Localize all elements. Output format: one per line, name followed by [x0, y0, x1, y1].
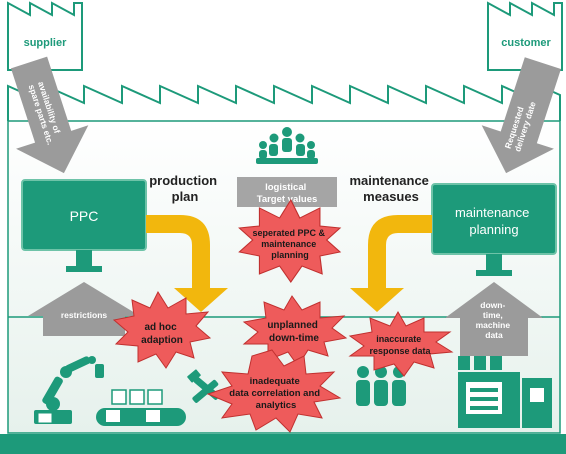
factory-floor [0, 434, 566, 454]
customer-label: customer [501, 37, 551, 49]
machine-data-line3: machine [476, 320, 511, 330]
maintenance-measures-label: maintenance measues [349, 173, 432, 204]
machine-data-line2: time, [483, 310, 503, 320]
svg-text:seperated PPC & mainten: seperated PPC & maintenance planning [252, 228, 327, 260]
maintenance-measures-arrow [350, 215, 432, 312]
people-group-icon [256, 127, 318, 164]
svg-text:unplanned down-time: unplanned down-time [267, 320, 320, 344]
problem-inadequate-burst: inadequate data correlation and analytic… [206, 349, 342, 433]
inadequate-line1: inadequate [250, 376, 300, 387]
production-plan-line2: plan [172, 189, 199, 204]
robot-arm-icon [34, 356, 104, 424]
maintenance-planning-line2: planning [469, 222, 518, 237]
inadequate-line2: data correlation and [229, 388, 320, 399]
inaccurate-line2: response data [369, 346, 431, 356]
machine-icon [458, 356, 552, 428]
svg-text:ad hoc adaption: ad hoc adaption [141, 322, 183, 346]
unplanned-line2: down-time [269, 333, 319, 344]
robot-chip [37, 412, 53, 424]
logistical-line1: logistical [265, 182, 306, 193]
restrictions-label: restrictions [61, 310, 108, 320]
adhoc-line1: ad hoc [144, 322, 177, 333]
spare-parts-arrow: availability of spare parts etc. [10, 56, 89, 174]
maintenance-planning-monitor: maintenance planning [431, 183, 557, 276]
svg-text:maintenance planning: maintenance planning [455, 205, 533, 237]
logistical-label: logistical Target values [257, 182, 318, 205]
maintenance-planning-line1: maintenance [455, 205, 529, 220]
customer-factory: customer [487, 1, 563, 71]
separated-line3: planning [271, 250, 309, 260]
machine-data-arrow: down- time, machine data [445, 282, 543, 356]
adhoc-line2: adaption [141, 335, 183, 346]
machine-data-line4: data [485, 330, 503, 340]
supplier-label: supplier [24, 37, 68, 49]
workers-icon [356, 366, 406, 406]
logistical-box [237, 177, 337, 207]
unplanned-line1: unplanned [267, 320, 318, 331]
supplier-factory: supplier [7, 1, 83, 71]
delivery-date-arrow: Requested delivery date [481, 57, 561, 174]
production-plan-label: production plan [149, 173, 221, 204]
production-plan-line1: production [149, 173, 217, 188]
restrictions-arrow: restrictions [28, 282, 140, 336]
separated-line2: maintenance [261, 239, 316, 249]
logistical-line2: Target values [257, 194, 318, 205]
svg-text:inadequate data correlat: inadequate data correlation and analytic… [229, 376, 322, 411]
problem-separated-burst: seperated PPC & maintenance planning [238, 198, 342, 283]
svg-text:down- time, machin: down- time, machine data [476, 300, 513, 340]
problem-adhoc-burst: ad hoc adaption [112, 290, 212, 369]
svg-text:inaccurate response data: inaccurate response data [369, 334, 431, 356]
production-plan-arrow [146, 215, 228, 312]
maintenance-measures-line1: maintenance [349, 173, 428, 188]
separated-line1: seperated PPC & [252, 228, 325, 238]
inadequate-line3: analytics [256, 400, 297, 411]
maintenance-measures-line2: measues [363, 189, 419, 204]
conveyor-icon [96, 389, 186, 426]
ppc-label: PPC [70, 208, 99, 224]
machine-data-line1: down- [480, 300, 505, 310]
problem-inaccurate-burst: inaccurate response data [348, 310, 454, 377]
inaccurate-line1: inaccurate [376, 334, 421, 344]
factory-roof [7, 84, 561, 121]
